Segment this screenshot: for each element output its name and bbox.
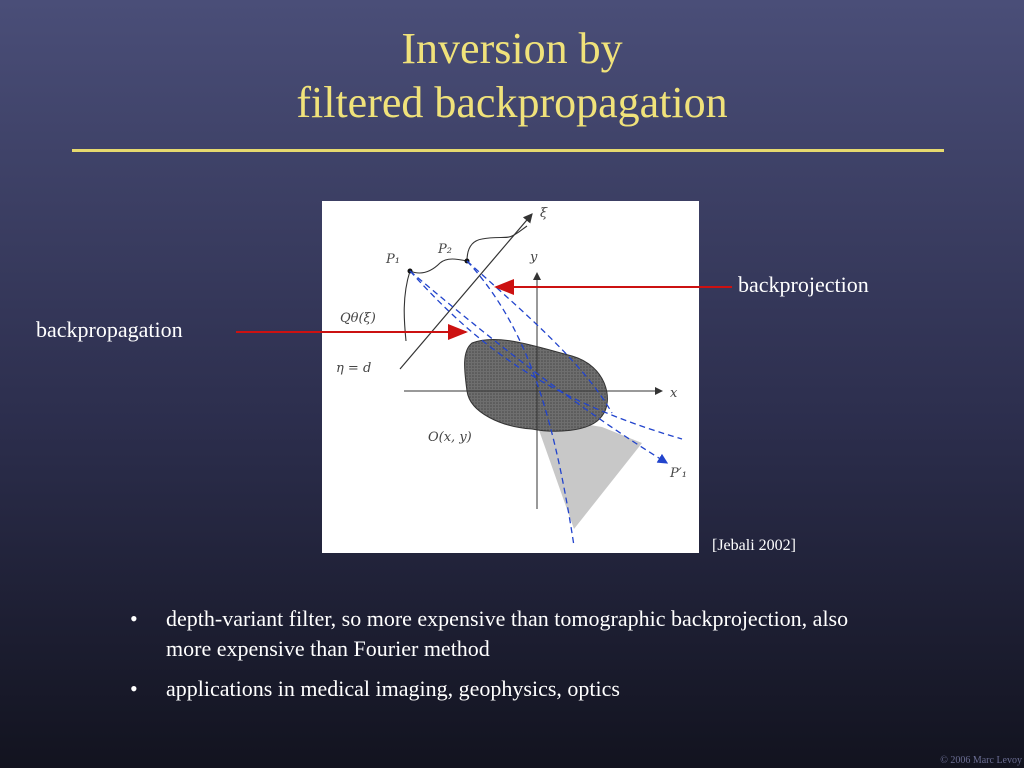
dashed-ray-3 (466, 260, 575, 547)
label-eta: η = d (336, 361, 371, 376)
title-line-1: Inversion by (401, 24, 623, 73)
shadow-cone (534, 416, 642, 529)
dashed-ray-1 (409, 270, 669, 464)
bullet-text: depth-variant filter, so more expensive … (166, 606, 849, 661)
backprojection-label: backprojection (738, 272, 869, 297)
label-y: y (529, 250, 538, 265)
diagram-svg: ξ P₁ P₂ y Qθ(ξ) η = d x O(x, y) P′₁ (336, 206, 687, 547)
title-line-2: filtered backpropagation (296, 78, 728, 127)
bullet-text: applications in medical imaging, geophys… (166, 676, 620, 701)
bullet-list: • depth-variant filter, so more expensive… (130, 604, 850, 714)
backpropagation-label: backpropagation (36, 317, 183, 342)
bullet-dot: • (130, 676, 138, 701)
label-q: Qθ(ξ) (340, 311, 376, 326)
dashed-ray-2 (409, 270, 683, 440)
dashed-ray-4 (466, 260, 613, 414)
label-p1prime: P′₁ (669, 466, 687, 481)
label-p1: P₁ (385, 252, 400, 267)
bullet-dot: • (130, 606, 138, 631)
label-o: O(x, y) (428, 430, 472, 445)
bullet-item: • depth-variant filter, so more expensive… (130, 604, 850, 664)
diagram-figure: ξ P₁ P₂ y Qθ(ξ) η = d x O(x, y) P′₁ (322, 201, 699, 553)
copyright-footer: © 2006 Marc Levoy (940, 755, 1022, 766)
bullet-item: • applications in medical imaging, geophy… (130, 674, 850, 704)
field-curve (403, 225, 528, 342)
label-p2: P₂ (437, 242, 452, 257)
xi-axis (399, 213, 533, 370)
title-underline (72, 149, 944, 152)
label-x: x (670, 386, 678, 401)
citation: [Jebali 2002] (712, 537, 796, 554)
slide-title: Inversion by filtered backpropagation (0, 22, 1024, 130)
label-xi: ξ (540, 206, 548, 221)
